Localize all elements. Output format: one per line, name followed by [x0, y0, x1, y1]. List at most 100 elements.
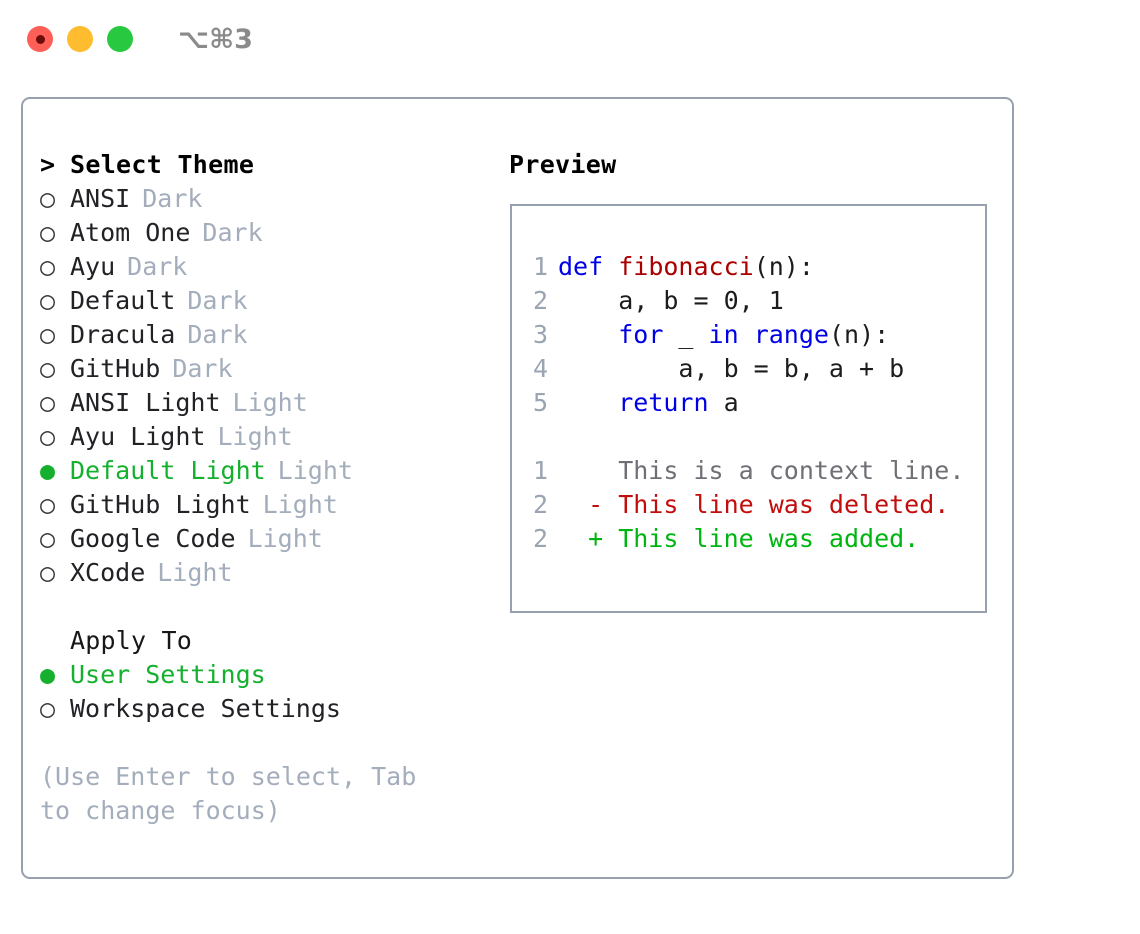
radio-unselected-icon[interactable]: ○: [40, 252, 56, 281]
line-number: 3: [532, 320, 548, 349]
theme-variant-tag: Light: [247, 524, 323, 553]
apply-to-option[interactable]: ● User Settings: [40, 658, 501, 692]
maximize-button[interactable]: [107, 26, 133, 52]
theme-name: Default Light: [70, 456, 266, 485]
preview-heading: Preview: [509, 150, 617, 179]
theme-list-item[interactable]: ○ Dracula Dark: [40, 318, 501, 352]
code-token: a, b = 0, 1: [558, 286, 784, 315]
code-token: def: [558, 252, 619, 281]
line-number: 4: [532, 354, 548, 383]
theme-list-item[interactable]: ○ Atom One Dark: [40, 216, 501, 250]
apply-to-option-label: User Settings: [70, 660, 266, 689]
code-token: in: [708, 320, 739, 349]
theme-name: ANSI: [70, 184, 131, 213]
title-bar: ⌥⌘3: [0, 0, 1140, 78]
code-token: fibonacci: [618, 252, 754, 281]
code-line-text: a, b = 0, 1: [558, 284, 784, 318]
theme-name: ANSI Light: [70, 388, 221, 417]
theme-name: Default: [70, 286, 176, 315]
line-number: 2: [532, 524, 548, 553]
radio-unselected-icon[interactable]: ○: [40, 558, 56, 587]
theme-variant-tag: Dark: [187, 320, 248, 349]
diff-line: 2 - This line was deleted.: [524, 488, 985, 522]
line-number: 1: [532, 252, 548, 281]
line-number: 2: [532, 490, 548, 519]
close-button[interactable]: [27, 26, 53, 52]
select-theme-title: Select Theme: [70, 150, 255, 179]
apply-to-option-label: Workspace Settings: [70, 694, 341, 723]
diff-line-text: - This line was deleted.: [558, 490, 950, 519]
select-theme-header: > Select Theme: [40, 148, 501, 182]
minimize-button[interactable]: [67, 26, 93, 52]
diff-sample: 1 This is a context line.2 - This line w…: [524, 454, 985, 556]
radio-selected-icon[interactable]: ●: [40, 660, 56, 689]
radio-unselected-icon[interactable]: ○: [40, 184, 56, 213]
theme-variant-tag: Light: [232, 388, 308, 417]
radio-unselected-icon[interactable]: ○: [40, 218, 56, 247]
theme-list-item[interactable]: ○ Default Dark: [40, 284, 501, 318]
code-token: [739, 320, 754, 349]
code-line: 2 a, b = 0, 1: [524, 284, 985, 318]
radio-unselected-icon[interactable]: ○: [40, 694, 56, 723]
radio-unselected-icon[interactable]: ○: [40, 422, 56, 451]
radio-unselected-icon[interactable]: ○: [40, 320, 56, 349]
theme-variant-tag: Light: [217, 422, 293, 451]
traffic-light-group: [27, 26, 133, 52]
code-token: a: [708, 388, 739, 417]
theme-list-item[interactable]: ○ Google Code Light: [40, 522, 501, 556]
theme-variant-tag: Light: [262, 490, 338, 519]
code-token: [558, 388, 618, 417]
apply-to-option[interactable]: ○ Workspace Settings: [40, 692, 501, 726]
code-token: (n):: [828, 320, 890, 349]
diff-line-text: This is a context line.: [558, 456, 965, 485]
theme-name: GitHub: [70, 354, 161, 383]
diff-line: 2 + This line was added.: [524, 522, 985, 556]
radio-unselected-icon[interactable]: ○: [40, 524, 56, 553]
code-line-text: for _ in range(n):: [558, 318, 889, 352]
line-number: 5: [532, 388, 548, 417]
radio-unselected-icon[interactable]: ○: [40, 388, 56, 417]
radio-selected-icon[interactable]: ●: [40, 456, 56, 485]
apply-to-label: Apply To: [70, 626, 193, 655]
theme-variant-tag: Light: [277, 456, 353, 485]
code-token: range: [753, 320, 829, 349]
theme-name: Google Code: [70, 524, 236, 553]
theme-list-item[interactable]: ● Default Light Light: [40, 454, 501, 488]
code-line: 5 return a: [524, 386, 985, 420]
code-token: return: [618, 388, 709, 417]
code-line: 1 def fibonacci(n):: [524, 250, 985, 284]
theme-list-item[interactable]: ○ Ayu Light Light: [40, 420, 501, 454]
window-title: ⌥⌘3: [178, 23, 253, 55]
code-line-text: def fibonacci(n):: [558, 250, 814, 284]
code-token: (n):: [753, 252, 814, 281]
theme-variant-tag: Dark: [202, 218, 263, 247]
radio-unselected-icon[interactable]: ○: [40, 286, 56, 315]
theme-name: Atom One: [70, 218, 191, 247]
diff-line: 1 This is a context line.: [524, 454, 985, 488]
radio-unselected-icon[interactable]: ○: [40, 354, 56, 383]
theme-name: Ayu Light: [70, 422, 206, 451]
apply-to-list: ● User Settings ○ Workspace Settings: [40, 658, 501, 726]
code-token: _: [663, 320, 709, 349]
code-line: 3 for _ in range(n):: [524, 318, 985, 352]
theme-list-item[interactable]: ○ ANSI Light Light: [40, 386, 501, 420]
line-number: 1: [532, 456, 548, 485]
radio-unselected-icon[interactable]: ○: [40, 490, 56, 519]
theme-variant-tag: Dark: [187, 286, 248, 315]
theme-name: Dracula: [70, 320, 176, 349]
code-line-text: return a: [558, 386, 739, 420]
code-token: [558, 320, 618, 349]
